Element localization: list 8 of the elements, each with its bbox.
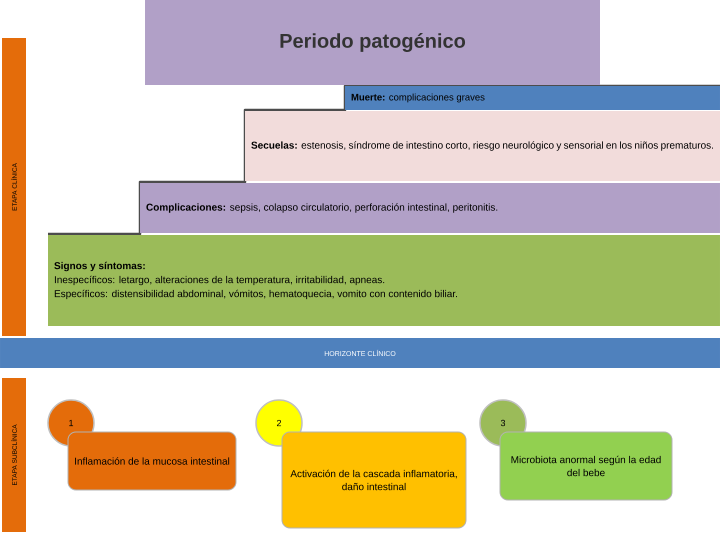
step-box: Secuelas: estenosis, síndrome de intestino corto, riesgo neurológico y sensorial en los niños prematuros. (245, 111, 720, 181)
step-box: Signos y síntomas: Inespecíficos: letargo, alteraciones de la temperatura, irritabilidad, apneas. Específicos: distensibilidad abdominal, vómitos, hematoquecia, vomito con contenido biliar. (48, 235, 720, 326)
stage-box: Inflamación de la mucosa intestinal (68, 431, 236, 490)
stage-box: Activación de la cascada inflamatoria, daño intestinal (282, 431, 466, 528)
stage-box: Microbiota anormal según la edad del bebe (500, 431, 672, 500)
title-box: Periodo patogénico (145, 0, 600, 85)
step-box: Muerte: complicaciones graves (345, 86, 720, 110)
step-box: Complicaciones: sepsis, colapso circulatorio, perforación intestinal, peritonitis. (140, 183, 720, 233)
